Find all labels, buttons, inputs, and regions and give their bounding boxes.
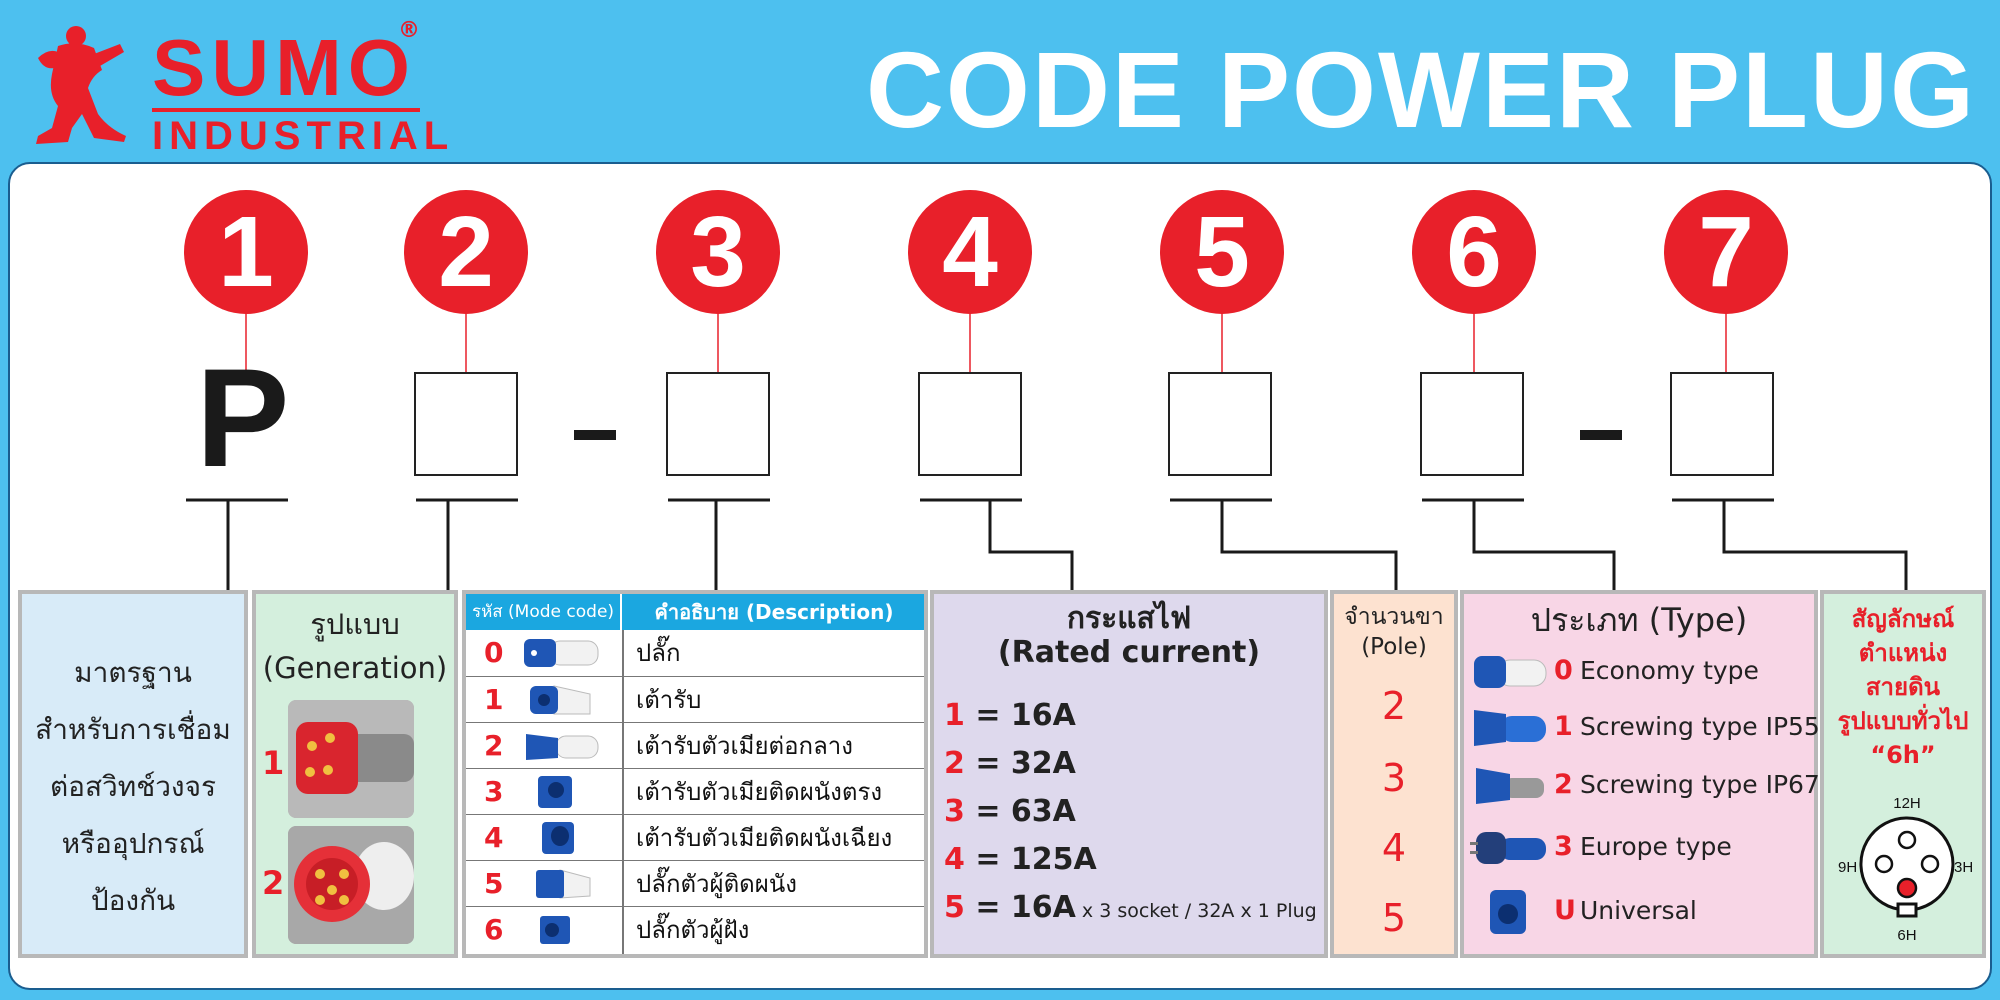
code-position-4: 4 bbox=[908, 190, 1032, 314]
pole-value: 5 bbox=[1381, 896, 1407, 940]
brand-wordmark: SUMO INDUSTRIAL bbox=[152, 23, 448, 158]
earth-position-section: สัญลักษณ์ ตำแหน่ง สายดิน รูปแบบทั่วไป “6… bbox=[1820, 590, 1986, 958]
code-position-2: 2 bbox=[404, 190, 528, 314]
pole-title: จำนวนขา (Pole) bbox=[1344, 604, 1444, 660]
brand-name: SUMO bbox=[152, 23, 416, 112]
list-item: U Universal bbox=[1464, 886, 1814, 936]
list-item: 1 = 16A bbox=[944, 698, 1076, 733]
generation-num-1: 1 bbox=[262, 744, 285, 782]
code-box-6 bbox=[1420, 372, 1524, 476]
universal-socket-icon bbox=[1490, 890, 1526, 934]
code-box-3 bbox=[666, 372, 770, 476]
table-row: 5 ปลั๊กตัวผู้ติดผนัง bbox=[466, 860, 924, 906]
table-row: 4 เต้ารับตัวเมียติดผนังเฉียง bbox=[466, 814, 924, 860]
code-box-2 bbox=[414, 372, 518, 476]
table-row: 3 เต้ารับตัวเมียติดผนังตรง bbox=[466, 768, 924, 814]
description-header: คำอธิบาย (Description) bbox=[654, 600, 894, 624]
page-title: CODE POWER PLUG bbox=[865, 29, 1976, 150]
table-divider bbox=[622, 630, 624, 954]
mode-code-table: รหัส (Mode code) คำอธิบาย (Description) … bbox=[462, 590, 928, 958]
table-row: 6 ปลั๊กตัวผู้ฝัง bbox=[466, 906, 924, 952]
mode-code-header: รหัส (Mode code) bbox=[466, 594, 622, 630]
label-6h: 6H bbox=[1897, 927, 1916, 942]
list-item: 2 = 32A bbox=[944, 746, 1076, 781]
list-item: 3 Europe type bbox=[1464, 822, 1814, 872]
angled-wall-socket-icon bbox=[542, 822, 574, 854]
list-item: 5 = 16A x 3 socket / 32A x 1 Plug bbox=[944, 890, 1317, 925]
pole-value: 4 bbox=[1381, 826, 1407, 870]
rated-current-title: กระแสไฟ (Rated current) bbox=[997, 601, 1261, 670]
code-prefix: P bbox=[196, 339, 290, 496]
registered-mark: ® bbox=[398, 18, 420, 43]
code-position-7: 7 bbox=[1664, 190, 1788, 314]
generation-num-2: 2 bbox=[262, 864, 285, 902]
list-item: 0 Economy type bbox=[1464, 646, 1814, 696]
socket-icon bbox=[530, 685, 591, 715]
sumo-wrestler-logo bbox=[36, 26, 126, 144]
standard-text: มาตรฐาน สำหรับการเชื่อม ต่อสวิทช์วงจร หร… bbox=[35, 656, 231, 917]
code-separator-1 bbox=[574, 430, 616, 440]
rated-current-section: กระแสไฟ (Rated current) 1 = 16A 2 = 32A … bbox=[930, 590, 1328, 958]
table-row: 1 เต้ารับ bbox=[466, 676, 924, 722]
wall-plug-icon bbox=[536, 869, 591, 899]
earth-position-diagram: 12H 9H 3H 6H bbox=[1838, 795, 1973, 942]
pole-section: จำนวนขา (Pole) 2 3 4 5 bbox=[1330, 590, 1458, 958]
list-item: 3 = 63A bbox=[944, 794, 1076, 829]
table-row: 0 ปลั๊ก bbox=[484, 636, 681, 669]
pole-value: 2 bbox=[1381, 684, 1407, 728]
generation-section: รูปแบบ (Generation) 1 2 bbox=[252, 590, 458, 958]
label-9h: 9H bbox=[1838, 859, 1857, 876]
code-box-4 bbox=[918, 372, 1022, 476]
code-position-3: 3 bbox=[656, 190, 780, 314]
panel-plug-icon bbox=[540, 916, 570, 944]
code-box-5 bbox=[1168, 372, 1272, 476]
economy-plug-icon bbox=[1474, 656, 1547, 688]
europe-plug-icon bbox=[1470, 832, 1546, 864]
brand-sub: INDUSTRIAL bbox=[152, 108, 448, 158]
ip67-plug-icon bbox=[1476, 768, 1544, 804]
code-separator-2 bbox=[1580, 430, 1622, 440]
type-section: ประเภท (Type) 0 Economy type 1 Screwing … bbox=[1460, 590, 1820, 958]
red-white-plug-photo bbox=[288, 826, 414, 944]
label-12h: 12H bbox=[1893, 795, 1921, 812]
list-item: 2 Screwing type IP67 bbox=[1464, 760, 1820, 810]
type-title: ประเภท (Type) bbox=[1530, 601, 1748, 639]
table-row: 2 เต้ารับตัวเมียต่อกลาง bbox=[466, 722, 924, 768]
plug-icon bbox=[524, 639, 599, 667]
standard-section: มาตรฐาน สำหรับการเชื่อม ต่อสวิทช์วงจร หร… bbox=[18, 590, 248, 958]
wall-socket-icon bbox=[538, 776, 572, 808]
ip55-plug-icon bbox=[1474, 710, 1546, 746]
earth-title: สัญลักษณ์ ตำแหน่ง สายดิน รูปแบบทั่วไป “6… bbox=[1837, 605, 1969, 769]
pole-value: 3 bbox=[1381, 756, 1407, 800]
generation-title: รูปแบบ (Generation) bbox=[262, 607, 448, 685]
label-3h: 3H bbox=[1954, 859, 1973, 876]
red-grey-plug-photo bbox=[288, 700, 414, 818]
list-item: 1 Screwing type IP55 bbox=[1464, 702, 1820, 752]
code-position-6: 6 bbox=[1412, 190, 1536, 314]
list-item: 4 = 125A bbox=[944, 842, 1097, 877]
code-position-5: 5 bbox=[1160, 190, 1284, 314]
connector-icon bbox=[526, 734, 599, 760]
mode-table-header: รหัส (Mode code) คำอธิบาย (Description) bbox=[466, 594, 924, 630]
code-box-7 bbox=[1670, 372, 1774, 476]
code-position-1: 1 bbox=[184, 190, 308, 314]
